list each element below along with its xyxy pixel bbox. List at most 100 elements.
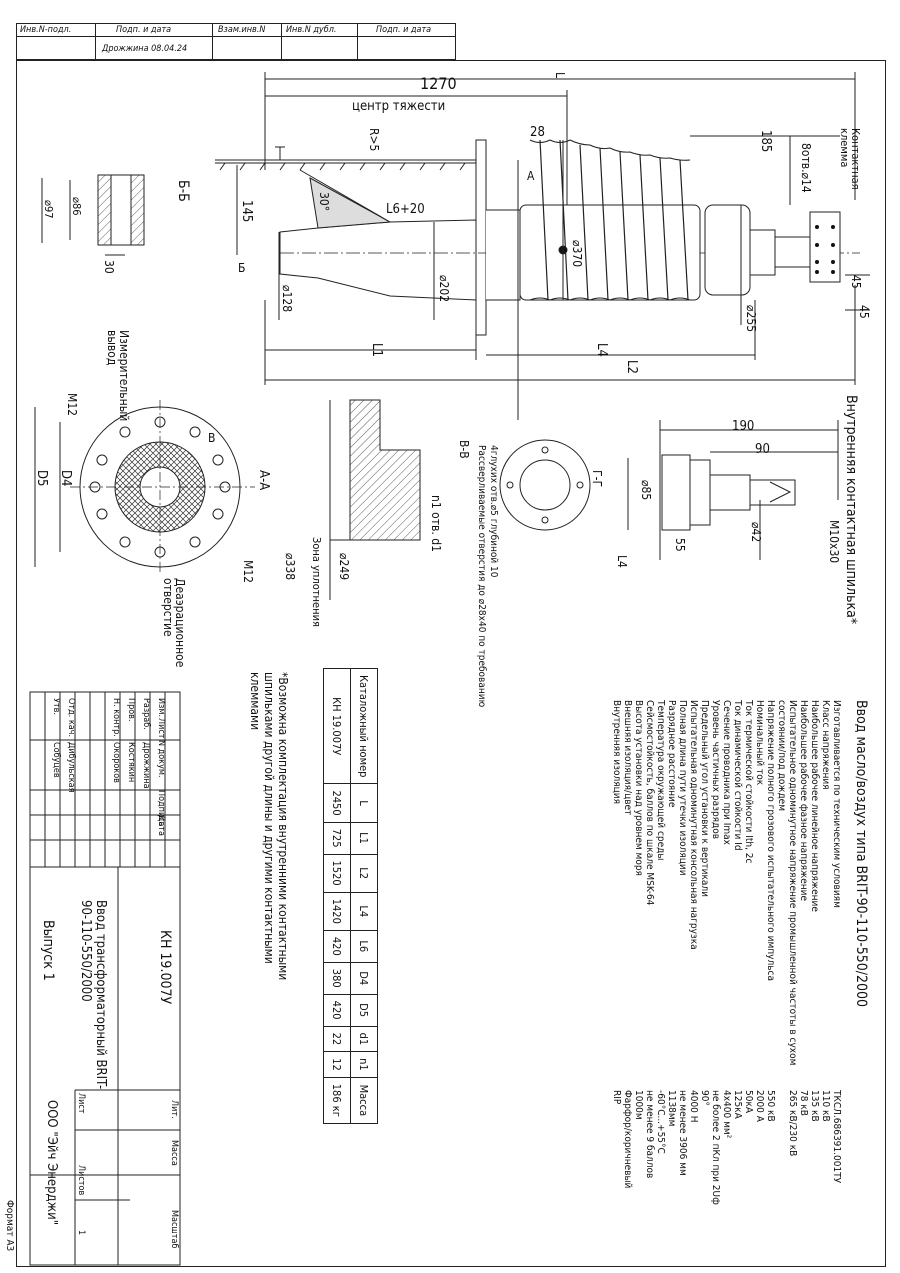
marker-b-label: Б [238, 261, 246, 275]
d86-label: ⌀86 [70, 197, 83, 216]
m10-label: M10x30 [827, 520, 841, 564]
spec-label: Внутренняя изоляция [611, 700, 622, 804]
section-vv-label: В-В [457, 440, 471, 459]
footnote: *Возможна комплектация внутренними конта… [248, 672, 290, 981]
stamp-header: Подп. и дата [116, 25, 172, 35]
spec-label: Высота установки над уровнем моря [633, 700, 644, 876]
format-label: Формат А3 [4, 1200, 15, 1252]
degas-label: Деаэрационное отверстие [161, 578, 187, 668]
spec-label: Сейсмостойкость, баллов по шкале MSK-64 [644, 700, 655, 906]
spec-value: 4000 Н [688, 1090, 699, 1123]
dim-55-label: 55 [673, 538, 687, 552]
spec-value: не более 2 пКл при 2Uф [710, 1090, 721, 1205]
role-name: Костякин [126, 742, 136, 783]
spec-label: Полная длина пути утечки изоляции [677, 700, 688, 876]
spec-label: Ток термической стойкости Ith, 2с [743, 700, 754, 864]
sheets-value: 1 [76, 1230, 86, 1236]
catalog-value-cell: 1420 [323, 892, 351, 931]
dim-l6-label: L6+20 [386, 202, 425, 217]
left-binding-strip [16, 23, 17, 1265]
spec-value: 125кА [732, 1090, 743, 1119]
spec-value: 265 кВ/230 кВ [787, 1090, 798, 1157]
spec-value: -60°С...+55°С [655, 1090, 666, 1154]
role-name: Окороков [111, 742, 121, 783]
stamp-header: Взам.инв.N [218, 25, 266, 35]
spec-label: Уровень частичных разрядов [710, 700, 721, 840]
spec-value: 550 кВ [765, 1090, 776, 1122]
stamp-signature-date: Дрожжина 08.04.24 [102, 44, 188, 54]
dim-L4b-label: L4 [615, 555, 629, 568]
stamp-header: Инв.N дубл. [286, 25, 337, 35]
d255-label: ⌀255 [744, 305, 758, 333]
catalog-value-cell: 2450 [323, 783, 351, 823]
spec-label: Температура окружающей среды [655, 700, 666, 861]
role-label: Утв. [51, 698, 61, 715]
spec-label: Номинальный ток [754, 700, 765, 786]
issue: Выпуск 1 [40, 920, 56, 981]
spec-value: 78 кВ [798, 1090, 809, 1116]
d249-label: ⌀249 [337, 553, 351, 581]
revision-header: Дата [156, 815, 166, 836]
catalog-header-cell: D4 [350, 962, 378, 995]
catalog-value-cell: 1520 [323, 854, 351, 893]
spec-label: Изготавливается по техническим условиям [831, 700, 842, 908]
section-gg-label: Г-Г [590, 470, 604, 488]
marker-a-label: А [527, 169, 535, 183]
dim-145-label: 145 [239, 200, 254, 223]
company-name: ООО "Эйч Энерджи" [44, 1100, 59, 1226]
section-bb-label: Б-Б [175, 180, 191, 202]
mass-header: Масса [169, 1140, 179, 1166]
spec-title: Ввод масло/воздух типа BRIT-90-110-550/2… [853, 700, 869, 1008]
spec-value: 4х400 мм² [721, 1090, 732, 1139]
spec-row: Ток термической стойкости Ith, 2с 50кА [743, 700, 754, 1260]
dim-185-label: 185 [758, 130, 773, 153]
spec-value: 50кА [743, 1090, 754, 1114]
catalog-value-cell: 22 [323, 1026, 351, 1052]
catalog-header-cell: L4 [350, 892, 378, 931]
spec-label: Внешняя изоляция/цвет [622, 700, 633, 816]
dim-L4-label: L4 [594, 343, 609, 357]
role-label: Пров. [126, 698, 136, 722]
catalog-value-cell: 725 [323, 822, 351, 855]
catalog-value-cell: 420 [323, 994, 351, 1027]
dim-190-label: 190 [732, 419, 755, 434]
spec-row: Температура окружающей среды -60°С...+55°… [655, 700, 666, 1260]
dim-r5-label: R>5 [367, 128, 381, 152]
angle-30-label: 30° [317, 192, 331, 212]
role-name: Дибульская [66, 742, 76, 793]
spec-row: Номинальный ток 2000 А [754, 700, 765, 1260]
spec-value: 2000 А [754, 1090, 765, 1122]
revision-header: Лист [156, 718, 166, 739]
catalog-header-cell: L1 [350, 822, 378, 855]
spec-value: 90° [699, 1090, 710, 1106]
D5-label: D5 [34, 470, 49, 487]
dim-28-label: 28 [530, 125, 545, 140]
dim-45a-label: 45 [849, 275, 863, 289]
revision-header: N докум. [156, 740, 166, 778]
spec-value: Фарфор/коричневый [622, 1090, 633, 1189]
catalog-header-cell: L6 [350, 930, 378, 963]
role-label: Н. контр. [111, 698, 121, 737]
spec-value: не менее 3906 мм [677, 1090, 688, 1176]
spec-label: Наибольшее рабочее линейное напряжение [809, 700, 820, 912]
spec-row: Полная длина пути утечки изоляции не мене… [677, 700, 688, 1260]
n1-holes-label: n1 отв. d1 [429, 495, 443, 552]
measure-outlet-label: Измерительный вывод [105, 330, 131, 422]
dim-L1-label: L1 [369, 343, 384, 357]
spec-row: Наибольшее рабочее линейное напряжение 13… [809, 700, 820, 1260]
seal-zone-label: Зона уплотнения [310, 537, 323, 627]
catalog-header-cell: L2 [350, 854, 378, 893]
catalog-header-cell: L [350, 783, 378, 823]
catalog-value-cell: 380 [323, 962, 351, 995]
spec-row: Напряжение полного грозового испытательн… [765, 700, 776, 1260]
spec-row: Испытательная одноминутная консольная на… [688, 700, 699, 1260]
spec-value: не менее 9 баллов [644, 1090, 655, 1179]
spec-value: 135 кВ [809, 1090, 820, 1122]
scale-header: Масштаб [169, 1210, 179, 1249]
role-label: Разраб. [141, 698, 151, 730]
